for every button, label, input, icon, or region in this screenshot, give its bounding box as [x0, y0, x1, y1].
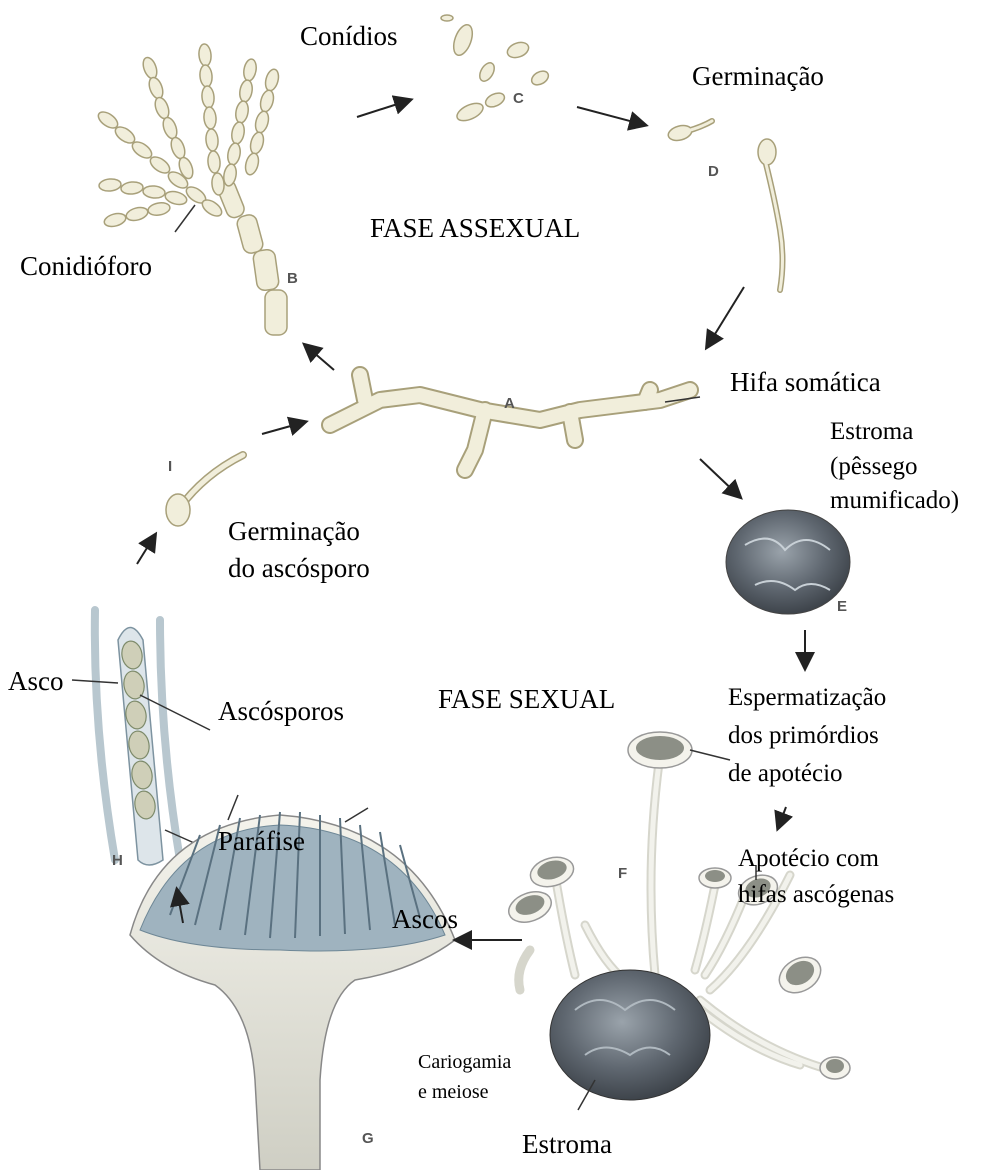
label-estroma-pessego-line2: (pêssego: [830, 452, 917, 482]
phase-sexual-title: FASE SEXUAL: [438, 683, 615, 715]
label-germinacao-ascosporo-line2: do ascósporo: [228, 552, 370, 584]
stage-letter-c: C: [513, 90, 524, 107]
label-cariogamia-line1: Cariogamia: [418, 1050, 511, 1074]
somatic-hypha-drawing: [330, 375, 690, 470]
label-apotecio-line2: hifas ascógenas: [738, 880, 894, 910]
label-ascosporos: Ascósporos: [218, 695, 344, 727]
conidia-drawing: [441, 15, 551, 124]
stage-letter-b: B: [287, 270, 298, 287]
label-ascos: Ascos: [392, 903, 458, 935]
label-estroma: Estroma: [522, 1128, 612, 1160]
label-estroma-pessego-line1: Estroma: [830, 417, 913, 447]
stage-letter-i: I: [168, 458, 172, 475]
label-espermatizacao-line2: dos primórdios: [728, 721, 879, 751]
stage-letter-e: E: [837, 598, 847, 615]
label-cariogamia-line2: e meiose: [418, 1080, 489, 1104]
apothecium-section-drawing: [130, 812, 455, 1170]
label-asco: Asco: [8, 665, 64, 697]
phase-asexual-title: FASE ASSEXUAL: [370, 212, 580, 244]
stage-letter-g: G: [362, 1130, 374, 1147]
label-parafise: Paráfise: [218, 825, 305, 857]
stage-letter-h: H: [112, 852, 123, 869]
label-germinacao-ascosporo-line1: Germinação: [228, 515, 360, 547]
label-hifa-somatica: Hifa somática: [730, 366, 881, 398]
label-espermatizacao-line1: Espermatização: [728, 683, 886, 713]
label-conidioforo: Conidióforo: [20, 250, 152, 282]
stage-letter-f: F: [618, 865, 627, 882]
label-apotecio-line1: Apotécio com: [738, 844, 879, 874]
label-germinacao: Germinação: [692, 60, 824, 92]
conidiophore-drawing: [96, 44, 287, 335]
label-espermatizacao-line3: de apotécio: [728, 759, 843, 789]
label-conidios: Conídios: [300, 20, 398, 52]
stage-letter-d: D: [708, 163, 719, 180]
ascus-drawing: [95, 610, 180, 865]
stage-letter-a: A: [504, 395, 515, 412]
label-estroma-pessego-line3: mumificado): [830, 486, 959, 516]
mummified-peach-drawing: [726, 510, 850, 614]
